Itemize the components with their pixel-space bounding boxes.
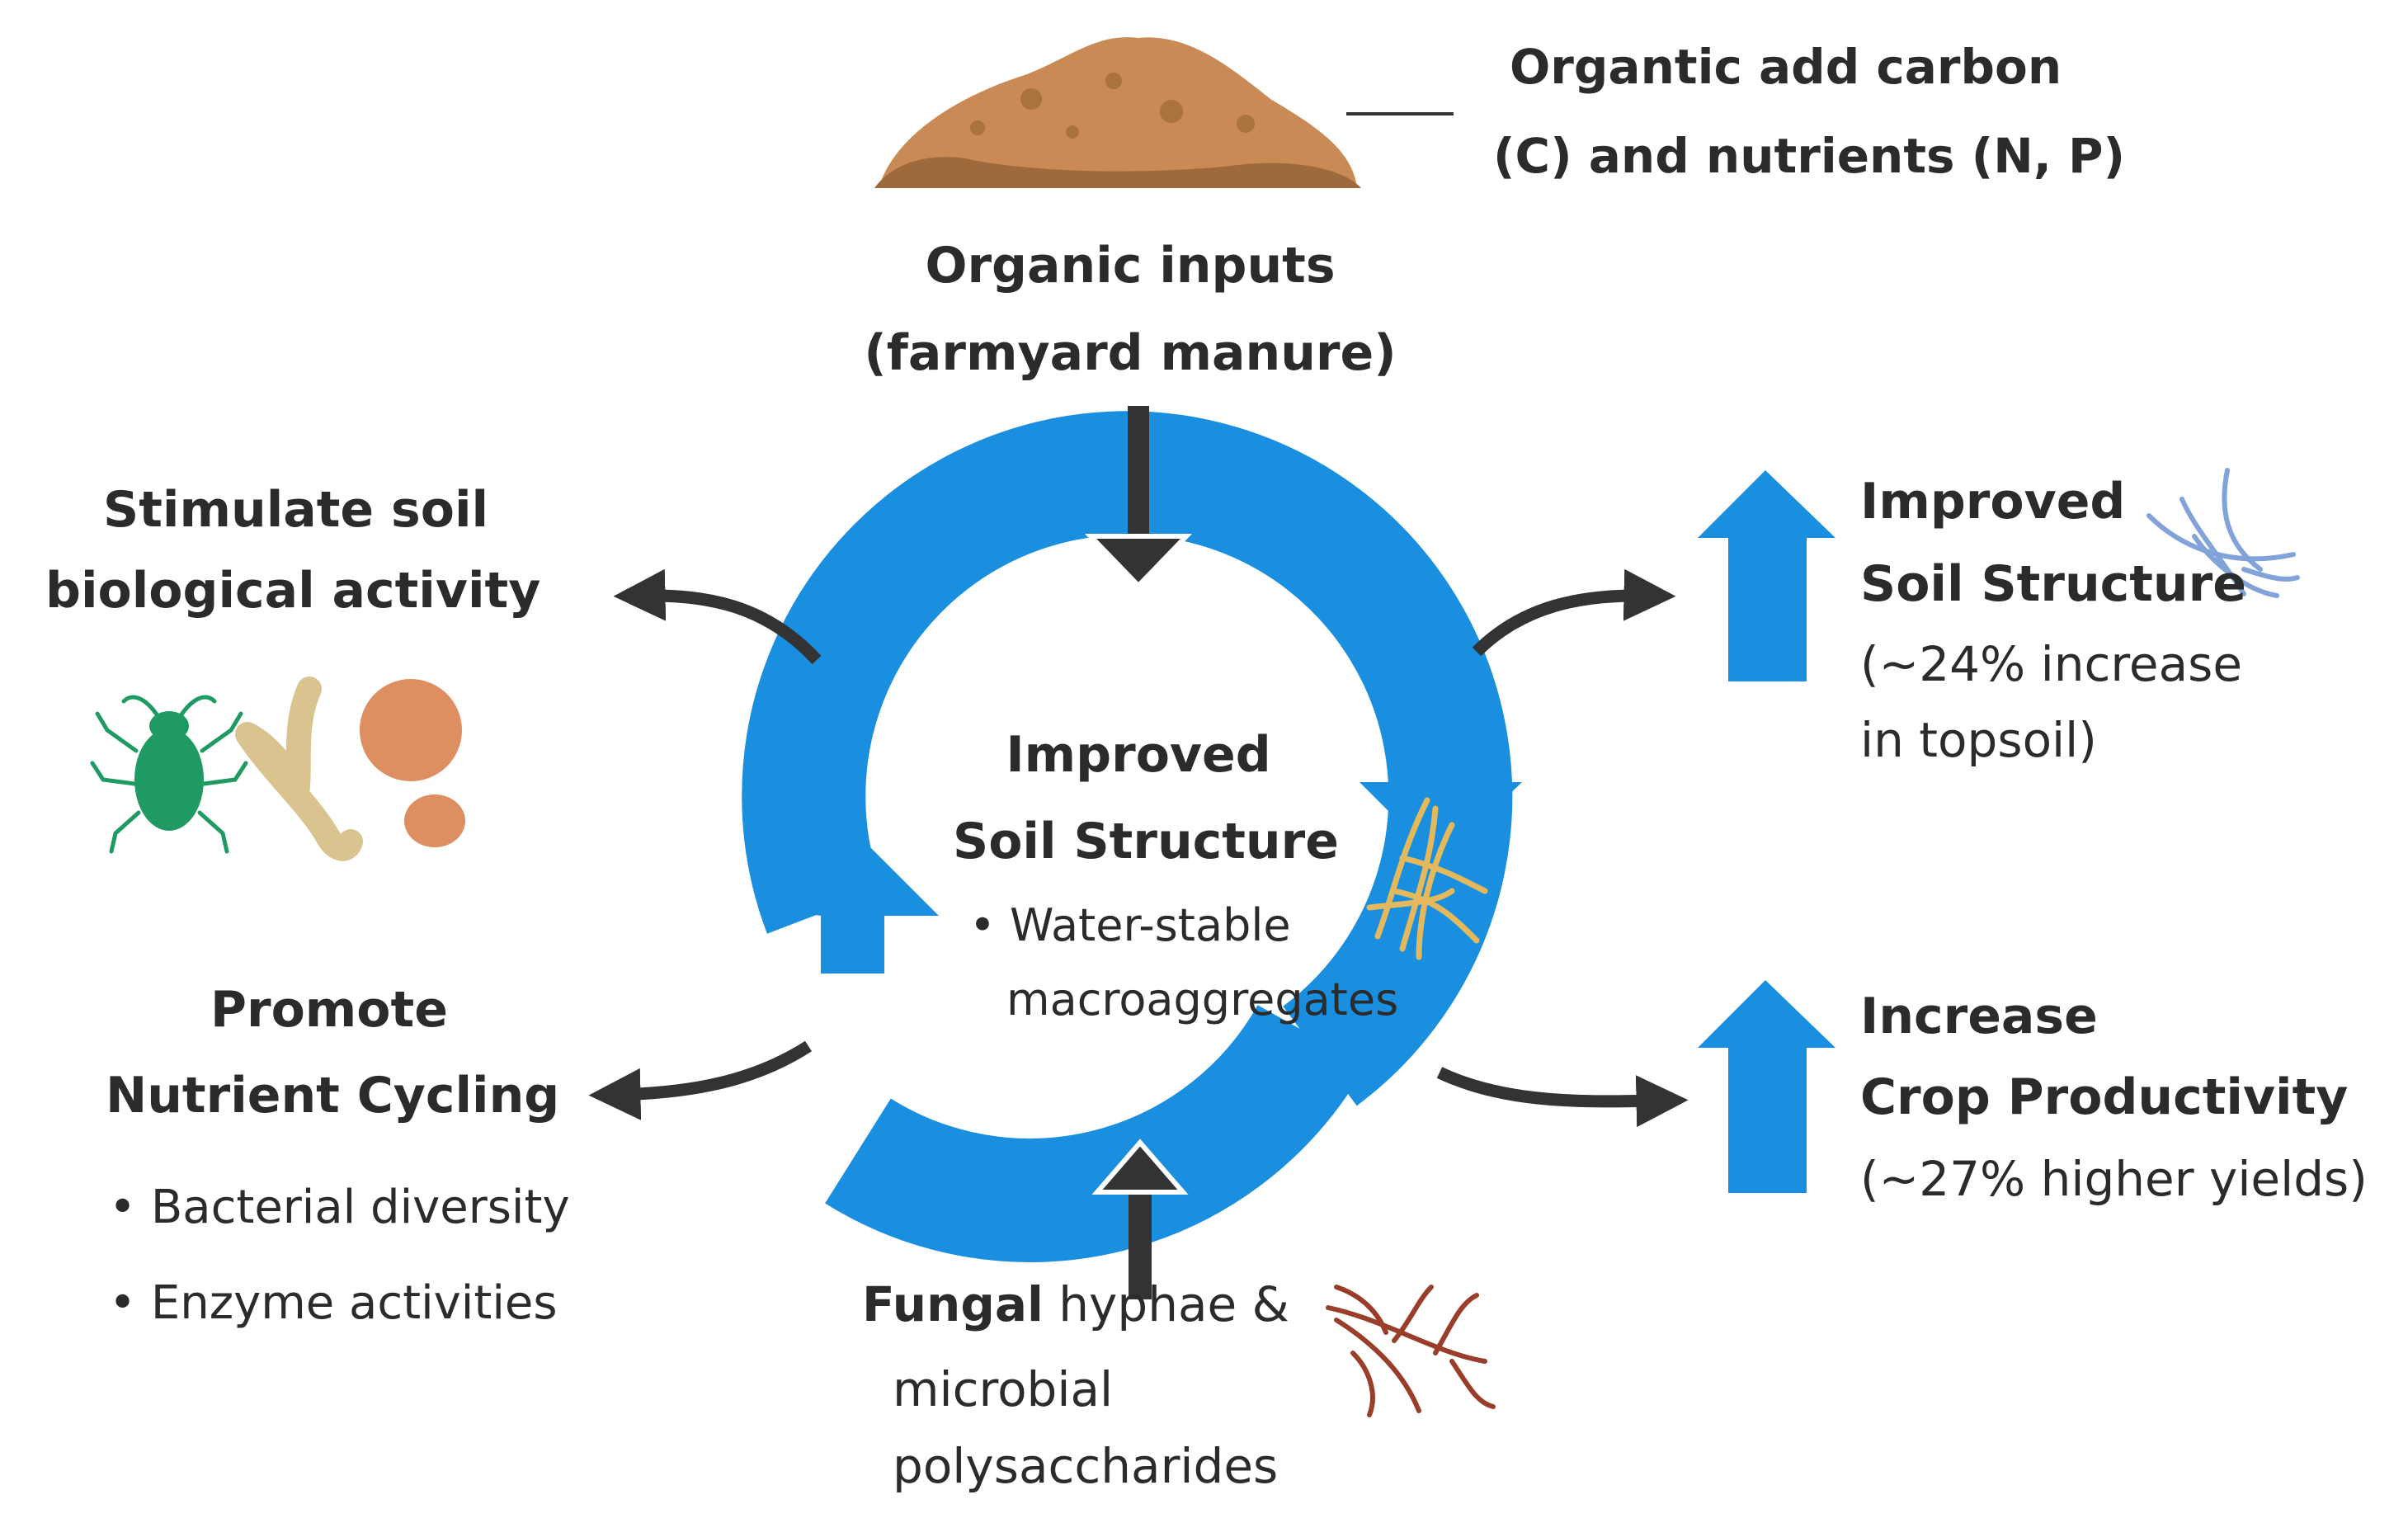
stimulate-line1: Stimulate soil <box>103 481 489 539</box>
promote-line1: Promote <box>210 981 448 1039</box>
stimulate-line2: biological activity <box>45 562 541 620</box>
increase-arrow-crop <box>1698 980 1835 1193</box>
input-note-line1: Organtic add carbon <box>1510 39 2062 95</box>
increase-arrow-structure <box>1698 470 1835 681</box>
worm-icon <box>235 677 363 861</box>
structure-out-line4: in topsoil) <box>1860 712 2097 768</box>
fungal-line2: microbial <box>893 1361 1114 1417</box>
structure-out-line2: Soil Structure <box>1860 555 2246 613</box>
fungal-line1: Fungal hyphae & <box>862 1280 1289 1328</box>
arrow-to-stimulate <box>613 568 822 665</box>
crop-out-line1: Increase <box>1860 988 2098 1045</box>
center-title-line1: Improved <box>1006 726 1271 784</box>
arrow-to-crop-productivity <box>1436 1067 1689 1128</box>
up-arrow-into-cycle <box>1091 1139 1189 1299</box>
center-bullet-continuation: macroaggregates <box>1006 974 1399 1025</box>
microbe-cell-icon <box>360 679 465 847</box>
arrow-to-soil-structure <box>1472 568 1676 657</box>
crop-out-line2: Crop Productivity <box>1860 1068 2349 1126</box>
fungal-line3: polysaccharides <box>893 1438 1279 1494</box>
structure-out-line3: (~24% increase <box>1860 636 2243 692</box>
structure-out-line1: Improved <box>1860 473 2126 530</box>
center-title-line2: Soil Structure <box>953 813 1339 870</box>
promote-bullet-enzyme: • Enzyme activities <box>109 1276 558 1330</box>
input-title-line1: Organic inputs <box>925 237 1336 295</box>
input-title-line2: (farmyard manure) <box>864 324 1397 382</box>
arrow-to-nutrient-cycling <box>588 1040 813 1120</box>
fungal-bold: Fungal <box>862 1276 1044 1332</box>
down-arrow-into-cycle <box>1084 406 1193 590</box>
promote-bullet-bacterial: • Bacterial diversity <box>109 1181 570 1234</box>
manure-pile-icon <box>874 37 1361 188</box>
crop-out-line3: (~27% higher yields) <box>1860 1151 2368 1207</box>
center-bullet: • Water-stable <box>969 899 1291 951</box>
promote-line2: Nutrient Cycling <box>106 1067 560 1124</box>
mite-icon <box>90 695 248 854</box>
fungal-rest: hyphae & <box>1043 1276 1289 1332</box>
hyphae-icon <box>1326 468 2300 1417</box>
input-note-line2: (C) and nutrients (N, P) <box>1493 128 2126 184</box>
